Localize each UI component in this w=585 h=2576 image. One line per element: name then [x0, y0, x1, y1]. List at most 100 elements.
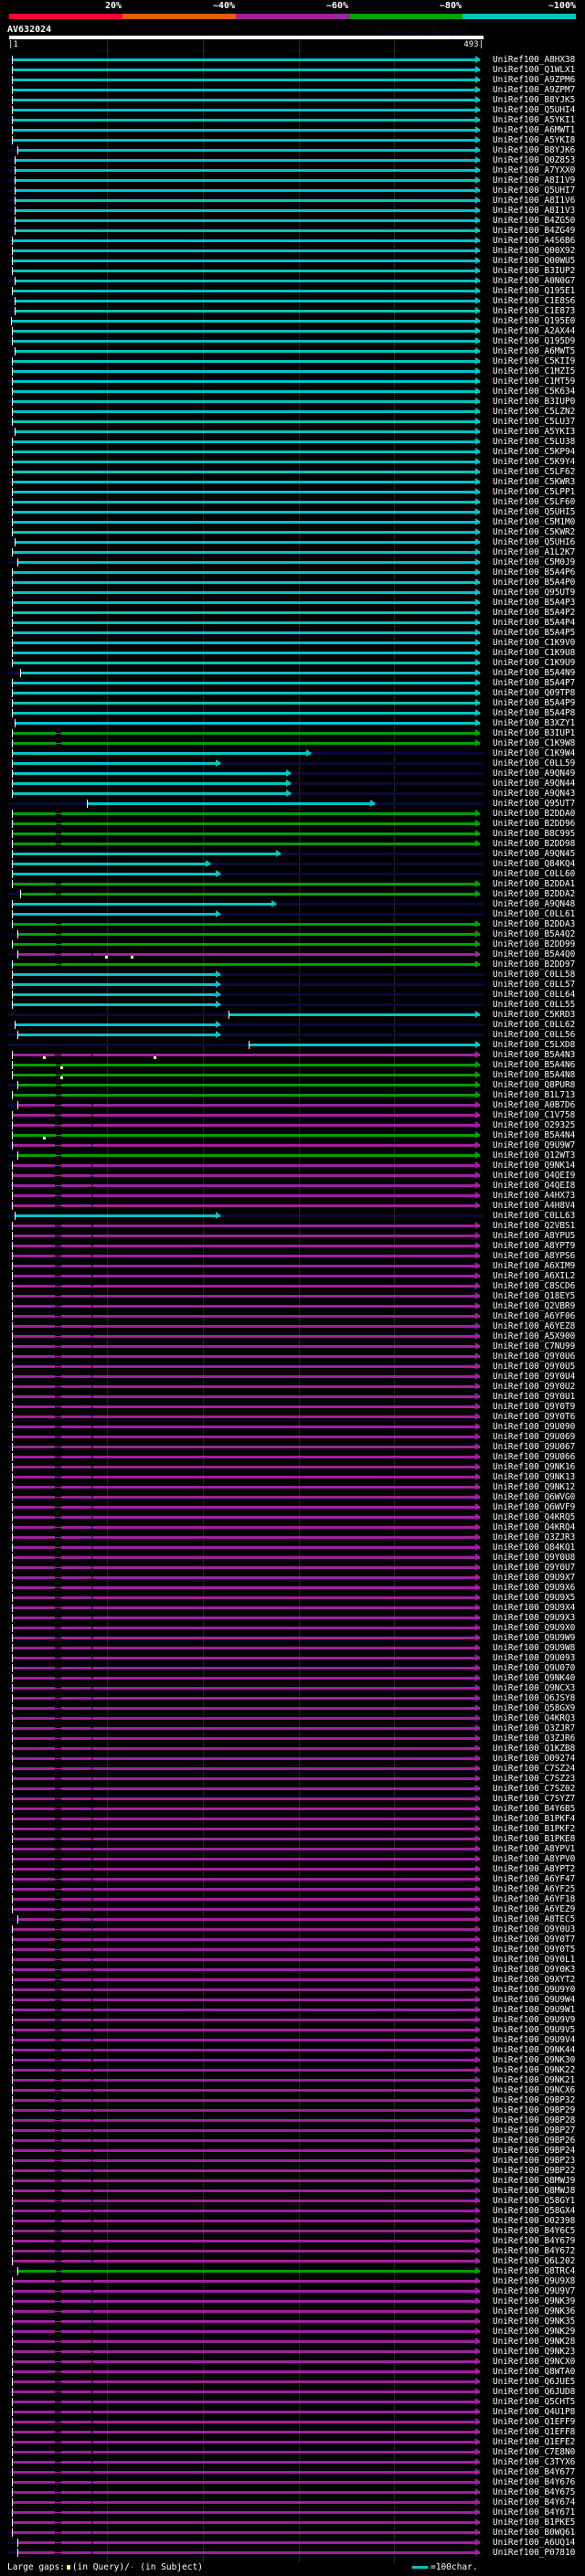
hit-row[interactable]: UniRef100_A9ZPM6	[0, 75, 585, 85]
alignment-bar[interactable]	[17, 1104, 480, 1107]
alignment-bar[interactable]	[12, 2220, 480, 2222]
alignment-bar[interactable]	[12, 1074, 480, 1076]
hit-row[interactable]: UniRef100_Q9BP29	[0, 2105, 585, 2115]
hit-row[interactable]: UniRef100_C7SZ24	[0, 1764, 585, 1774]
hit-label[interactable]: UniRef100_C5K634	[493, 387, 576, 397]
hit-label[interactable]: UniRef100_Q9U9W8	[493, 1643, 576, 1653]
alignment-bar[interactable]	[12, 1958, 480, 1961]
alignment-bar[interactable]	[17, 1918, 480, 1921]
hit-label[interactable]: UniRef100_Q9U093	[493, 1653, 576, 1663]
hit-row[interactable]: UniRef100_B4ZG50	[0, 216, 585, 226]
hit-row[interactable]: UniRef100_C1E8S6	[0, 296, 585, 306]
alignment-bar[interactable]	[15, 1023, 220, 1026]
hit-row[interactable]: UniRef100_C5M1M0	[0, 517, 585, 527]
hit-label[interactable]: UniRef100_B4Y672	[493, 2246, 576, 2256]
alignment-bar[interactable]	[12, 2200, 480, 2202]
hit-label[interactable]: UniRef100_Q4KRQ4	[493, 1522, 576, 1532]
hit-label[interactable]: UniRef100_B8YJK5	[493, 95, 576, 105]
hit-row[interactable]: UniRef100_Q9NK14	[0, 1161, 585, 1171]
alignment-bar[interactable]	[12, 1898, 480, 1901]
hit-row[interactable]: UniRef100_B5A4P6	[0, 567, 585, 578]
hit-label[interactable]: UniRef100_Q9NK39	[493, 2296, 576, 2306]
alignment-bar[interactable]	[12, 832, 480, 835]
hit-row[interactable]: UniRef100_B5A4P9	[0, 698, 585, 708]
hit-row[interactable]: UniRef100_C0LL62	[0, 1020, 585, 1030]
alignment-bar[interactable]	[12, 521, 480, 524]
alignment-bar[interactable]	[12, 792, 292, 795]
alignment-bar[interactable]	[12, 2109, 480, 2112]
hit-label[interactable]: UniRef100_B5A4P4	[493, 618, 576, 628]
hit-row[interactable]: UniRef100_C7SZ23	[0, 1774, 585, 1784]
alignment-bar[interactable]	[12, 1486, 480, 1489]
hit-row[interactable]: UniRef100_Q8WTA0	[0, 2367, 585, 2377]
alignment-bar[interactable]	[12, 2009, 480, 2011]
alignment-bar[interactable]	[12, 2451, 480, 2454]
alignment-bar[interactable]	[12, 2129, 480, 2132]
hit-label[interactable]: UniRef100_Q9U9V9	[493, 2015, 576, 2025]
hit-row[interactable]: UniRef100_C1V758	[0, 1110, 585, 1120]
hit-label[interactable]: UniRef100_Q9NK23	[493, 2347, 576, 2357]
hit-row[interactable]: UniRef100_A5YKI8	[0, 135, 585, 145]
alignment-bar[interactable]	[12, 1003, 220, 1006]
alignment-bar[interactable]	[12, 1566, 480, 1569]
hit-row[interactable]: UniRef100_C7SYZ7	[0, 1794, 585, 1804]
hit-label[interactable]: UniRef100_Q58GX4	[493, 2206, 576, 2216]
alignment-bar[interactable]	[12, 1747, 480, 1750]
alignment-bar[interactable]	[12, 1617, 480, 1619]
hit-label[interactable]: UniRef100_B5A4P9	[493, 698, 576, 708]
hit-label[interactable]: UniRef100_Q9BP24	[493, 2146, 576, 2156]
hit-row[interactable]: UniRef100_O29325	[0, 1120, 585, 1130]
hit-label[interactable]: UniRef100_Q9U067	[493, 1442, 576, 1452]
alignment-bar[interactable]	[12, 1637, 480, 1639]
hit-label[interactable]: UniRef100_B1PKE5	[493, 2518, 576, 2528]
hit-label[interactable]: UniRef100_Q9NK35	[493, 2316, 576, 2327]
hit-row[interactable]: UniRef100_C0LL58	[0, 970, 585, 980]
hit-row[interactable]: UniRef100_Q9BP23	[0, 2156, 585, 2166]
hit-row[interactable]: UniRef100_Q4KRQ3	[0, 1713, 585, 1723]
hit-row[interactable]: UniRef100_B2DD97	[0, 959, 585, 970]
hit-label[interactable]: UniRef100_Q9Y0U1	[493, 1392, 576, 1402]
hit-row[interactable]: UniRef100_Q9NK30	[0, 2055, 585, 2065]
hit-row[interactable]: UniRef100_Q09TP8	[0, 688, 585, 698]
hit-row[interactable]: UniRef100_Q195E0	[0, 316, 585, 326]
hit-row[interactable]: UniRef100_Q9U9W1	[0, 2005, 585, 2015]
alignment-bar[interactable]	[12, 501, 480, 504]
hit-label[interactable]: UniRef100_C8SCD6	[493, 1281, 576, 1291]
hit-label[interactable]: UniRef100_Q9NK29	[493, 2327, 576, 2337]
alignment-bar[interactable]	[12, 1546, 480, 1549]
hit-label[interactable]: UniRef100_A5YKI8	[493, 135, 576, 145]
alignment-bar[interactable]	[11, 320, 480, 323]
hit-label[interactable]: UniRef100_Q9NCX6	[493, 2085, 576, 2095]
hit-label[interactable]: UniRef100_B1L713	[493, 1090, 576, 1100]
hit-label[interactable]: UniRef100_C5KRD3	[493, 1010, 576, 1020]
hit-label[interactable]: UniRef100_C5LF62	[493, 467, 576, 477]
alignment-bar[interactable]	[12, 1285, 480, 1288]
hit-row[interactable]: UniRef100_B5A4P2	[0, 608, 585, 618]
alignment-bar[interactable]	[12, 631, 480, 634]
hit-label[interactable]: UniRef100_Q58GY1	[493, 2196, 576, 2206]
alignment-bar[interactable]	[15, 199, 480, 202]
hit-row[interactable]: UniRef100_Q4U1P8	[0, 2407, 585, 2417]
hit-row[interactable]: UniRef100_C1K9U8	[0, 648, 585, 658]
hit-label[interactable]: UniRef100_C0LL62	[493, 1020, 576, 1030]
hit-row[interactable]: UniRef100_Q1KZB8	[0, 1744, 585, 1754]
hit-label[interactable]: UniRef100_Q9U090	[493, 1422, 576, 1432]
alignment-bar[interactable]	[12, 531, 480, 534]
hit-label[interactable]: UniRef100_B5A4P7	[493, 678, 576, 688]
alignment-bar[interactable]	[12, 762, 220, 765]
hit-label[interactable]: UniRef100_Q8WTA0	[493, 2367, 576, 2377]
hit-label[interactable]: UniRef100_Q9NK36	[493, 2306, 576, 2316]
hit-label[interactable]: UniRef100_Q9U9W4	[493, 1995, 576, 2005]
hit-label[interactable]: UniRef100_O02398	[493, 2216, 576, 2226]
alignment-bar[interactable]	[12, 752, 312, 755]
alignment-bar[interactable]	[12, 471, 480, 473]
hit-label[interactable]: UniRef100_A5YKI1	[493, 115, 576, 125]
alignment-bar[interactable]	[12, 2370, 480, 2373]
hit-row[interactable]: UniRef100_Q8TRC4	[0, 2266, 585, 2276]
hit-label[interactable]: UniRef100_Q1EFF9	[493, 2417, 576, 2427]
hit-label[interactable]: UniRef100_B2DD98	[493, 839, 576, 849]
alignment-bar[interactable]	[12, 943, 480, 946]
hit-label[interactable]: UniRef100_C5KII9	[493, 356, 576, 366]
hit-label[interactable]: UniRef100_C0LL58	[493, 970, 576, 980]
hit-label[interactable]: UniRef100_A9QN49	[493, 769, 576, 779]
